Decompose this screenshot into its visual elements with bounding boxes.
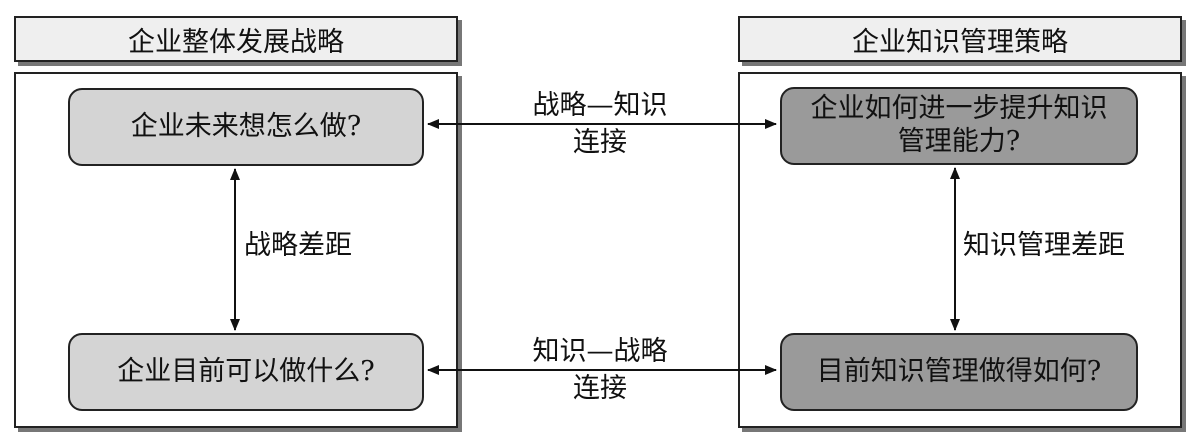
left-bottom-node-text: 企业目前可以做什么? bbox=[117, 355, 375, 387]
bottom-link-label-line2: 连接 bbox=[573, 373, 627, 405]
left-header-text: 企业整体发展战略 bbox=[128, 26, 344, 58]
right-bottom-node: 目前知识管理做得如何? bbox=[780, 333, 1138, 411]
top-link-label-line1: 战略—知识 bbox=[532, 90, 668, 121]
left-top-node-text: 企业未来想怎么做? bbox=[130, 110, 362, 142]
right-top-node-line1: 企业如何进一步提升知识 bbox=[810, 93, 1108, 125]
right-header-text: 企业知识管理策略 bbox=[852, 26, 1068, 58]
right-header: 企业知识管理策略 bbox=[738, 16, 1182, 62]
left-header: 企业整体发展战略 bbox=[14, 16, 458, 62]
left-gap-label: 战略差距 bbox=[244, 230, 352, 261]
left-bottom-node: 企业目前可以做什么? bbox=[68, 333, 424, 411]
left-top-node: 企业未来想怎么做? bbox=[68, 88, 424, 166]
right-top-node: 企业如何进一步提升知识 管理能力? bbox=[780, 87, 1138, 165]
top-link-label-line2: 连接 bbox=[573, 127, 627, 159]
bottom-link-label: 知识—战略 连接 bbox=[512, 334, 688, 406]
top-link-label: 战略—知识 连接 bbox=[512, 88, 688, 160]
right-gap-label: 知识管理差距 bbox=[963, 230, 1125, 261]
right-bottom-node-text: 目前知识管理做得如何? bbox=[816, 355, 1102, 387]
right-top-node-line2: 管理能力? bbox=[897, 126, 1021, 157]
bottom-link-label-line1: 知识—战略 bbox=[532, 336, 668, 367]
